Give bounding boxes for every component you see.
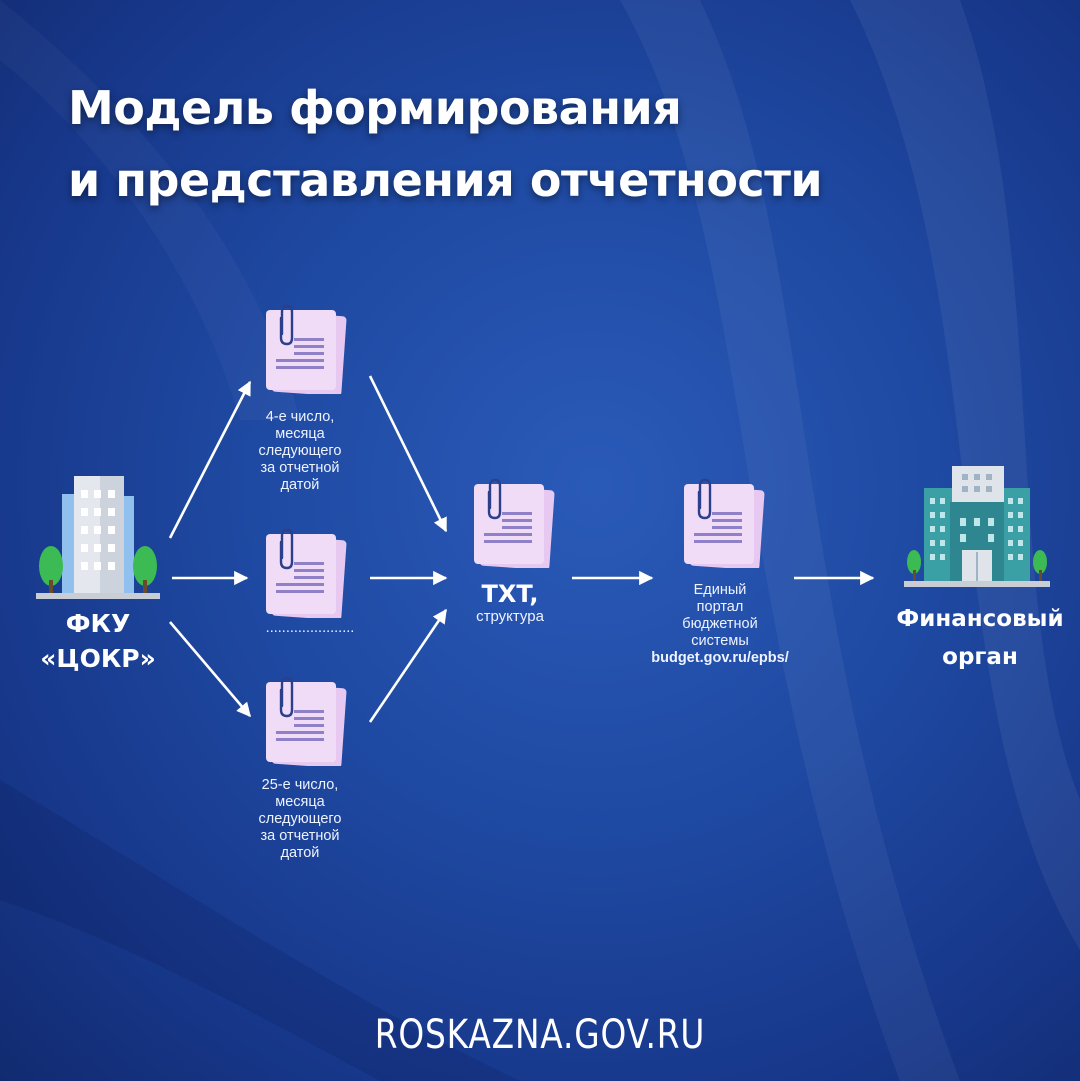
fku-line-2: «ЦОКР» xyxy=(40,644,156,673)
document-paperclip-icon xyxy=(684,478,765,568)
portal-line-2: портал xyxy=(696,599,744,615)
building-icon xyxy=(36,476,160,599)
arrow-fku-to-doc-bottom xyxy=(169,621,251,718)
doc-bottom-line-3: следующего xyxy=(258,811,342,827)
document-paperclip-icon xyxy=(266,676,347,766)
portal-line-1: Единый xyxy=(693,582,747,598)
doc-top-label: 4-е число, месяца следующего за отчетной… xyxy=(230,409,370,494)
portal-label: Единый портал бюджетной системы budget.g… xyxy=(630,582,810,667)
doc-top-line-5: датой xyxy=(280,477,320,493)
doc-middle-dots: ...................... xyxy=(265,620,355,636)
doc-bottom-line-4: за отчетной xyxy=(260,828,340,844)
government-building-icon xyxy=(904,466,1050,587)
fku-label: ФКУ «ЦОКР» xyxy=(18,606,178,676)
doc-bottom-line-1: 25-е число, xyxy=(261,777,339,793)
doc-top-line-1: 4-е число, xyxy=(265,409,335,425)
arrow-doc-bottom-to-txt xyxy=(368,608,448,723)
portal-line-3: бюджетной xyxy=(682,616,758,632)
fin-line-2: орган xyxy=(942,644,1018,670)
doc-bottom-line-5: датой xyxy=(280,845,320,861)
doc-top-line-4: за отчетной xyxy=(260,460,340,476)
txt-subtitle: структура xyxy=(476,608,544,625)
title-line-1: Модель формирования xyxy=(68,81,682,135)
title-line-2: и представления отчетности xyxy=(68,153,823,207)
doc-top-line-3: следующего xyxy=(258,443,342,459)
doc-top-line-2: месяца xyxy=(275,426,325,442)
arrow-fku-to-doc-top xyxy=(168,380,252,539)
document-paperclip-icon xyxy=(474,478,555,568)
txt-title: TXT, xyxy=(481,580,539,608)
page-title: Модель формирования и представления отче… xyxy=(68,72,823,216)
document-paperclip-icon xyxy=(266,304,347,394)
document-paperclip-icon xyxy=(266,528,347,618)
doc-bottom-label: 25-е число, месяца следующего за отчетно… xyxy=(227,777,373,862)
doc-bottom-line-2: месяца xyxy=(275,794,325,810)
portal-line-4: системы xyxy=(691,633,749,649)
fku-line-1: ФКУ xyxy=(65,609,131,638)
arrow-doc-top-to-txt xyxy=(368,375,448,533)
portal-url: budget.gov.ru/epbs/ xyxy=(651,650,789,666)
fin-line-1: Финансовый xyxy=(896,606,1064,632)
fin-label: Финансовый орган xyxy=(885,600,1075,676)
footer-url: ROSKAZNA.GOV.RU xyxy=(374,1012,706,1058)
